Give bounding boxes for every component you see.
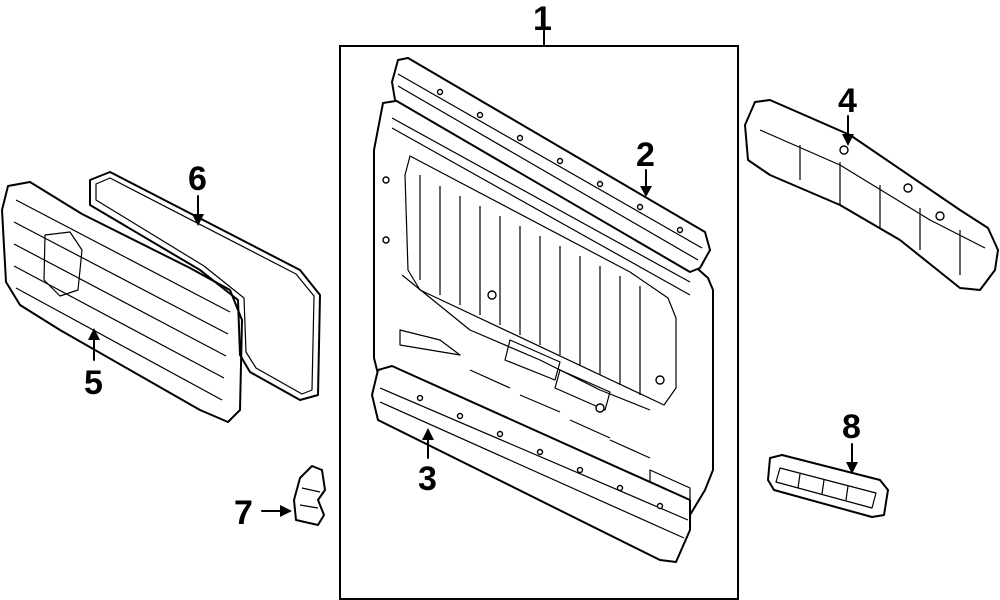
vent-grille-part <box>767 454 889 518</box>
callout-3-arrow <box>422 428 434 440</box>
callout-1: 1 <box>533 0 552 38</box>
callout-8: 8 <box>842 408 861 446</box>
assembly-frame <box>339 45 739 600</box>
callout-6-arrow <box>192 214 204 226</box>
access-panel-part <box>1 181 243 423</box>
callout-3: 3 <box>418 460 437 498</box>
seal-part <box>89 171 321 401</box>
clip-part <box>293 465 326 526</box>
callout-2: 2 <box>636 136 655 174</box>
callout-5: 5 <box>84 364 103 402</box>
callout-4: 4 <box>838 82 857 120</box>
reinforcement-part <box>744 99 999 291</box>
callout-4-arrow <box>842 134 854 146</box>
callout-7-arrow <box>280 505 292 517</box>
upper-rail-part <box>391 57 711 273</box>
callout-6: 6 <box>188 160 207 198</box>
callout-5-arrow <box>88 328 100 340</box>
lower-rail-part <box>371 365 691 563</box>
callout-2-arrow <box>640 186 652 197</box>
callout-8-arrow <box>846 462 858 474</box>
callout-7: 7 <box>234 494 253 532</box>
